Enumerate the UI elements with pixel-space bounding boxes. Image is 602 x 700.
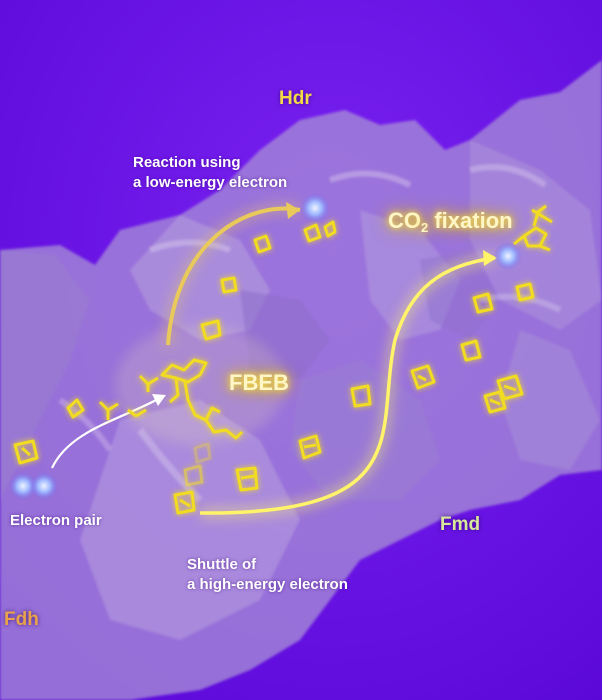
electron-icon (30, 472, 58, 500)
cluster-icon (303, 223, 322, 243)
cluster-icon (173, 490, 196, 515)
cluster-icon (193, 442, 212, 464)
cluster-icon (483, 390, 507, 414)
label-fmd: Fmd (440, 514, 481, 535)
cluster-icon (253, 234, 272, 254)
cluster-icon (472, 292, 494, 314)
protein-complex (0, 60, 602, 700)
label-co2-fixation: CO2 fixation (388, 208, 513, 235)
label-shuttle-line2: a high-energy electron (187, 576, 348, 593)
electron-pair-arrow (51, 394, 166, 469)
cluster-icon (515, 282, 535, 302)
co2-suffix: fixation (428, 208, 513, 233)
cluster-icon (496, 374, 524, 401)
cluster-icon (98, 400, 119, 420)
label-electron-pair: Electron pair (10, 512, 102, 529)
cluster-icon (350, 384, 372, 408)
cluster-icon (220, 276, 238, 294)
electron-icon (9, 472, 37, 500)
low-energy-arrow (163, 202, 301, 346)
cluster-icon (460, 339, 482, 362)
flavin-icon (160, 358, 208, 384)
cluster-icon (66, 398, 85, 419)
label-reaction-line1: Reaction using (133, 154, 241, 171)
cluster-icon (127, 408, 147, 418)
high-energy-arrow (199, 250, 497, 519)
co2-subscript: 2 (421, 220, 429, 235)
cluster-icon (298, 434, 322, 460)
cluster-icon (410, 364, 436, 390)
cluster-group (13, 220, 535, 515)
fbeb-glow (115, 325, 285, 445)
label-reaction-line2: a low-energy electron (133, 174, 288, 191)
electron-icon (300, 193, 330, 223)
label-hdr: Hdr (279, 88, 312, 109)
cluster-icon (13, 439, 39, 465)
co2-prefix: CO (388, 208, 421, 233)
cluster-icon (183, 464, 204, 487)
electron-icon (494, 242, 522, 270)
label-shuttle-line1: Shuttle of (187, 556, 257, 573)
label-fdh: Fdh (4, 609, 39, 630)
cluster-icon (235, 466, 259, 492)
cofactor-chains (160, 204, 553, 440)
electron-pair (9, 472, 58, 500)
cluster-icon (138, 374, 159, 392)
cluster-icon (200, 319, 222, 341)
cluster-icon (323, 220, 337, 238)
flavin-icon (522, 226, 548, 248)
label-fbeb: FBEB (229, 370, 289, 395)
